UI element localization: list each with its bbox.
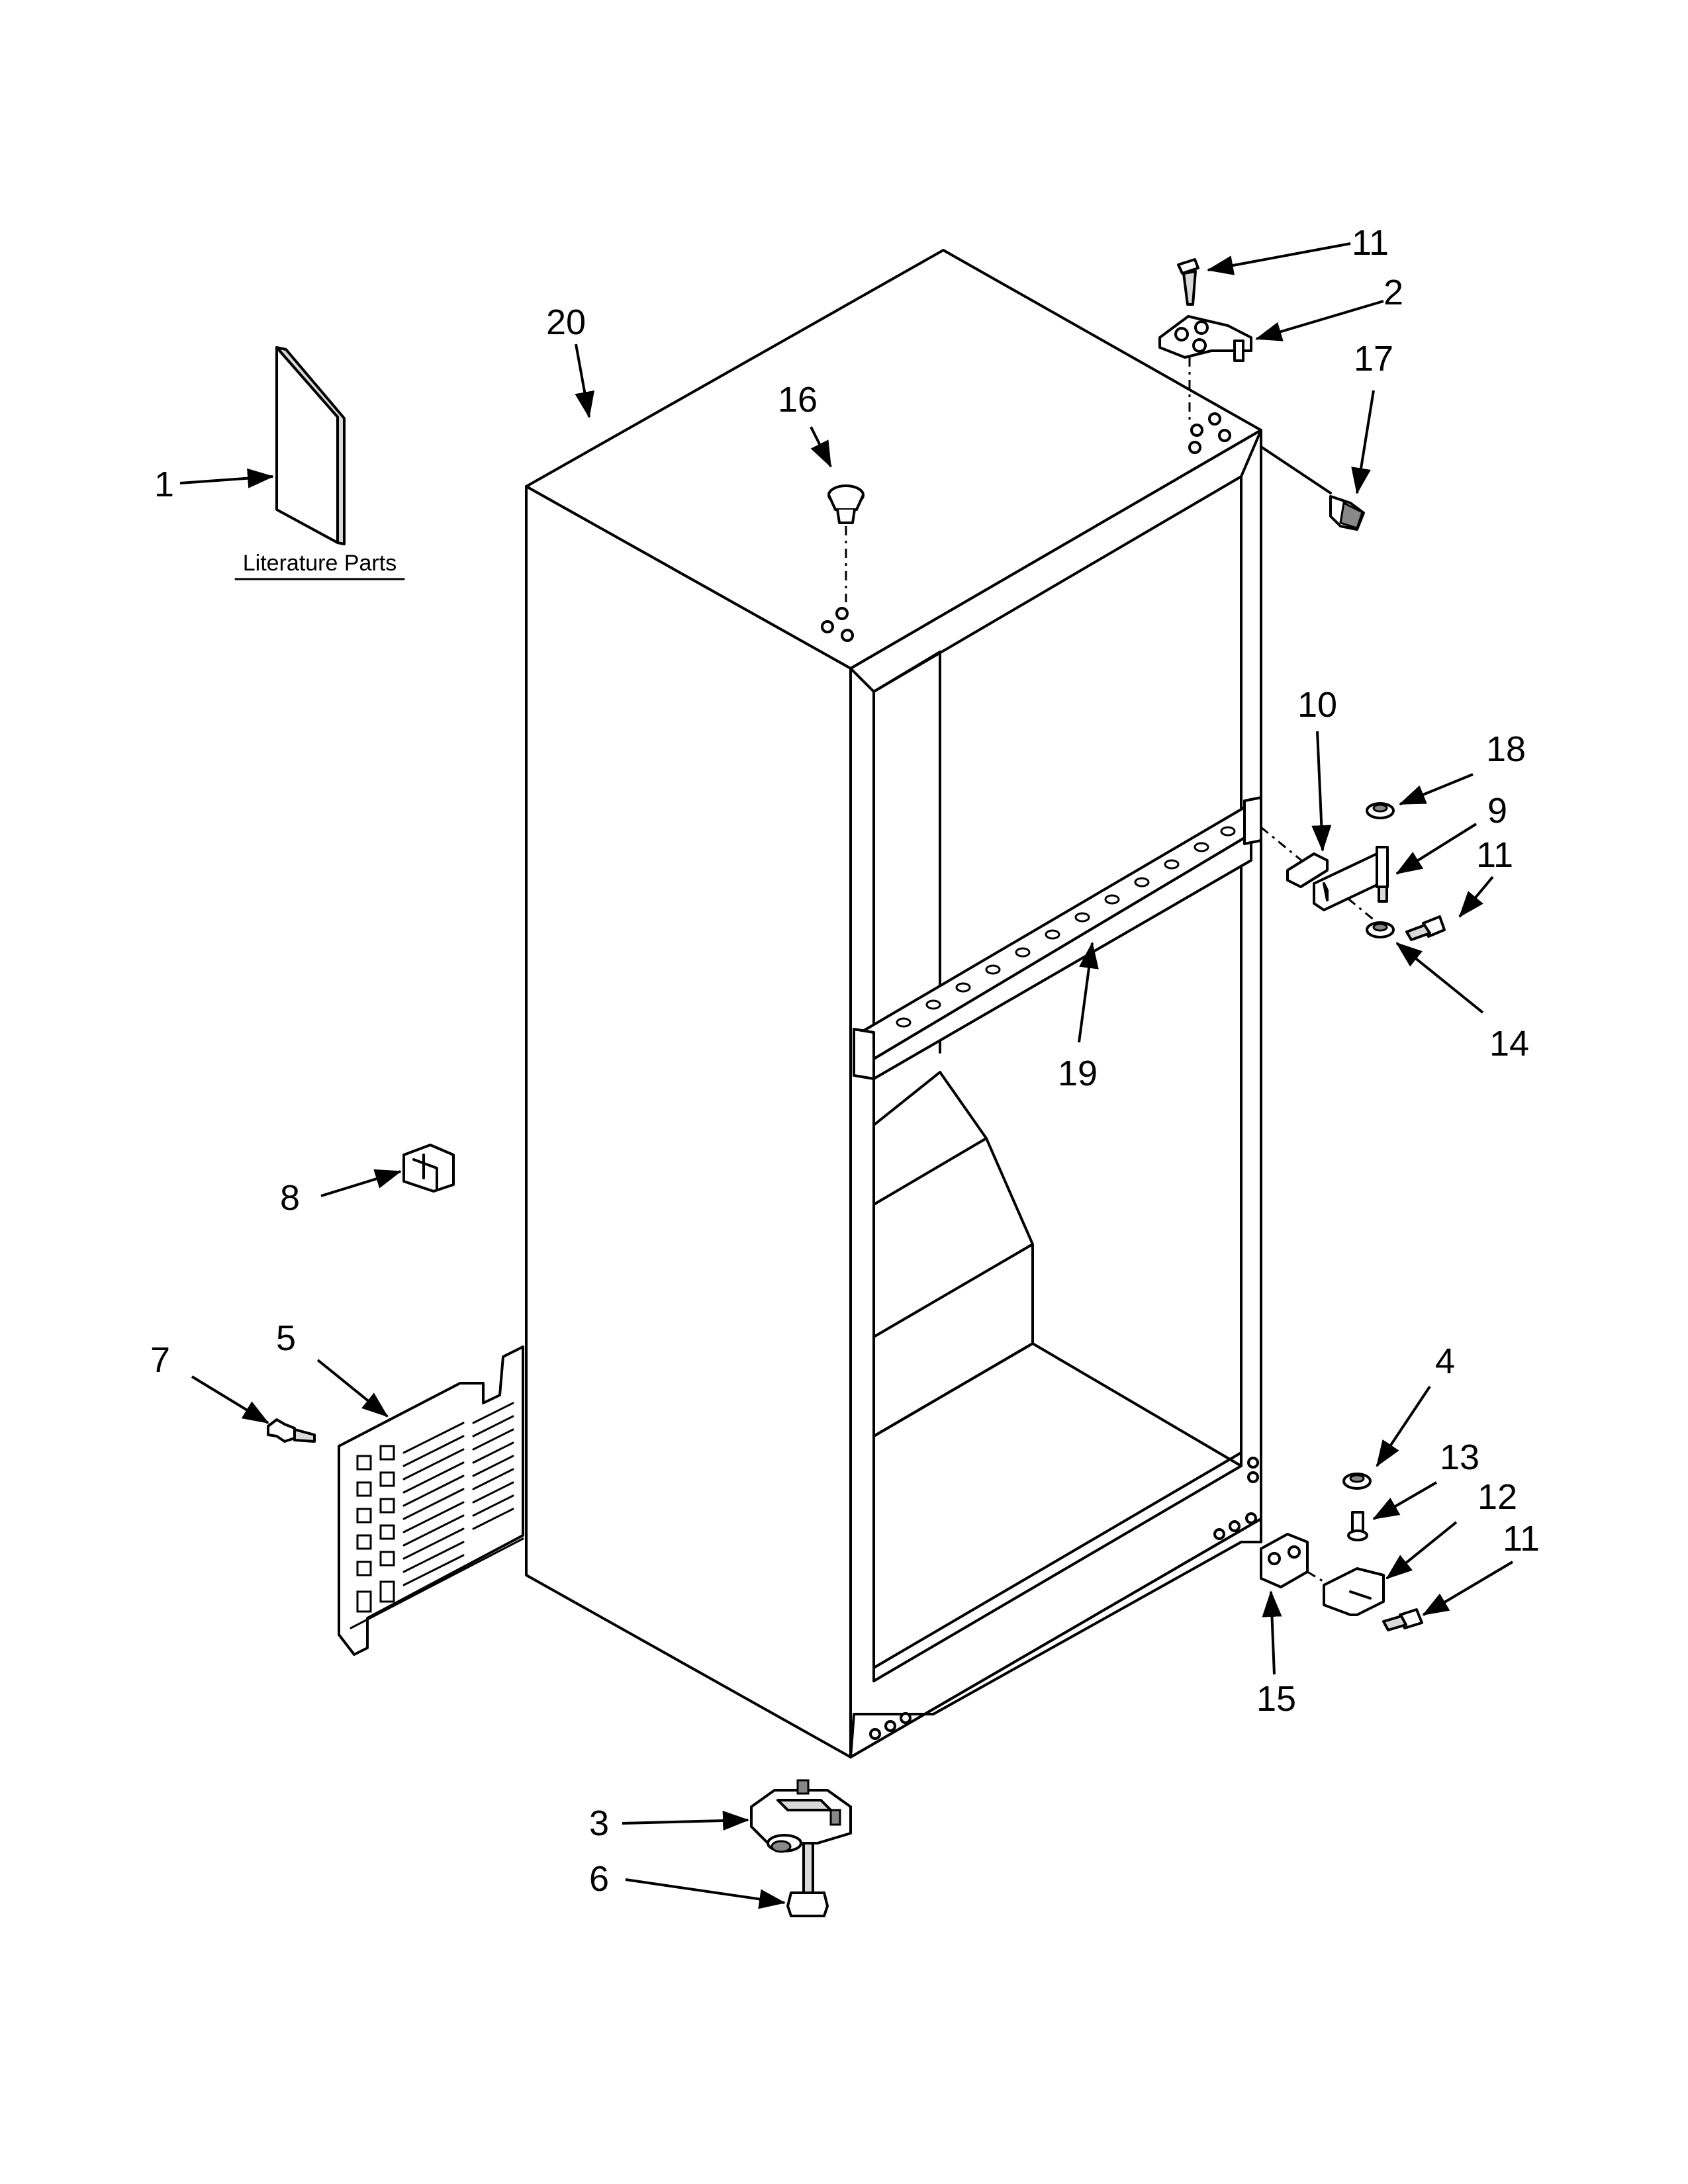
- callout-16: 16: [778, 380, 818, 420]
- callout-9: 9: [1487, 791, 1507, 831]
- callout-13: 13: [1440, 1437, 1479, 1477]
- callout-11-bottom: 11: [1503, 1519, 1540, 1559]
- center-rail: [853, 796, 1262, 1080]
- callout-15: 15: [1256, 1679, 1296, 1719]
- top-hinge-assembly: [1158, 258, 1252, 424]
- callout-18: 18: [1486, 729, 1526, 769]
- callout-11-center: 11: [1476, 835, 1513, 875]
- rear-access-panel: [338, 1345, 524, 1656]
- callout-19: 19: [1058, 1054, 1098, 1093]
- callout-10: 10: [1297, 685, 1337, 725]
- refrigerator-cabinet: [525, 249, 1262, 1758]
- callout-3: 3: [589, 1803, 609, 1843]
- literature-caption: Literature Parts: [243, 551, 397, 576]
- callout-6: 6: [589, 1859, 609, 1899]
- callout-17: 17: [1354, 339, 1393, 379]
- callout-labels: 1 2 3 4 5 6 7 8 9 10 11 11 11 11 12 13 1…: [150, 223, 1540, 1899]
- literature-booklet: Literature Parts: [234, 346, 405, 580]
- lower-hinge-assembly: [1260, 1473, 1423, 1631]
- drain-clip: [402, 1144, 455, 1193]
- roller-and-leveler: [750, 1779, 852, 1917]
- top-plug: [827, 484, 865, 602]
- callout-12: 12: [1477, 1477, 1517, 1517]
- center-hinge-assembly: [1260, 802, 1446, 941]
- callout-11-top: 11: [1352, 223, 1389, 263]
- callout-8: 8: [280, 1178, 300, 1218]
- leader-arrows: [179, 242, 1514, 1909]
- callout-2: 2: [1383, 273, 1403, 312]
- hinge-cover: [1260, 445, 1365, 531]
- callout-20: 20: [546, 302, 586, 342]
- callout-14: 14: [1489, 1024, 1529, 1064]
- callout-7: 7: [150, 1340, 170, 1380]
- panel-screw: [267, 1418, 316, 1443]
- callout-4: 4: [1435, 1342, 1455, 1381]
- callout-5: 5: [276, 1318, 296, 1358]
- callout-1: 1: [154, 465, 174, 504]
